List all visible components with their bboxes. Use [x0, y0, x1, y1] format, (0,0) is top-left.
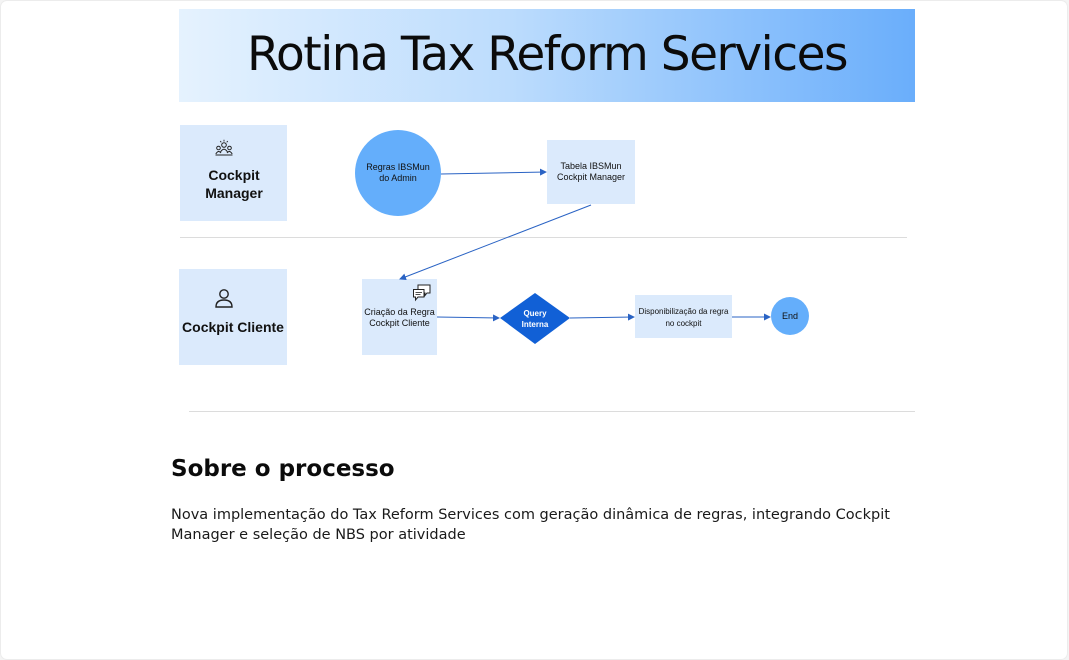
lane-cockpit-cliente: Cockpit Cliente — [179, 269, 287, 365]
node-regras-circle — [355, 130, 441, 216]
node-disponibilizacao-box — [635, 295, 732, 338]
title-banner: Rotina Tax Reform Services — [179, 9, 915, 102]
node-disponibilizacao-label: Disponibilização da regra no cockpit — [638, 307, 729, 328]
lane-label-cockpit-manager: Cockpit Manager — [205, 167, 263, 201]
node-tabela-label: Tabela IBSMun Cockpit Manager — [556, 161, 626, 182]
edge-query-disponibilizacao — [569, 313, 635, 321]
user-icon — [213, 287, 235, 309]
node-criacao-label: Criação da Regra Cockpit Cliente — [364, 307, 435, 328]
edge-regras-tabela — [440, 168, 547, 176]
edge-tabela-criacao — [399, 204, 592, 281]
node-tabela-box — [547, 140, 635, 204]
section-description: Nova implementação do Tax Reform Service… — [171, 507, 890, 543]
node-query-label: Query Interna — [521, 309, 549, 329]
lane-cockpit-manager: Cockpit Manager — [180, 125, 287, 221]
node-end-label: End — [781, 311, 798, 321]
node-end-circle — [771, 297, 809, 335]
lane-label-cockpit-cliente: Cockpit Cliente — [182, 319, 284, 335]
team-icon — [214, 139, 234, 159]
lane-divider — [180, 237, 907, 238]
section-title: Sobre o processo — [171, 456, 395, 482]
diagram-bottom-divider — [189, 411, 915, 412]
edge-criacao-query — [436, 314, 500, 322]
chat-icon — [412, 284, 432, 302]
banner-title: Rotina Tax Reform Services — [247, 27, 848, 82]
node-query-diamond — [500, 293, 570, 344]
node-regras-label: Regras IBSMun do Admin — [366, 162, 430, 183]
